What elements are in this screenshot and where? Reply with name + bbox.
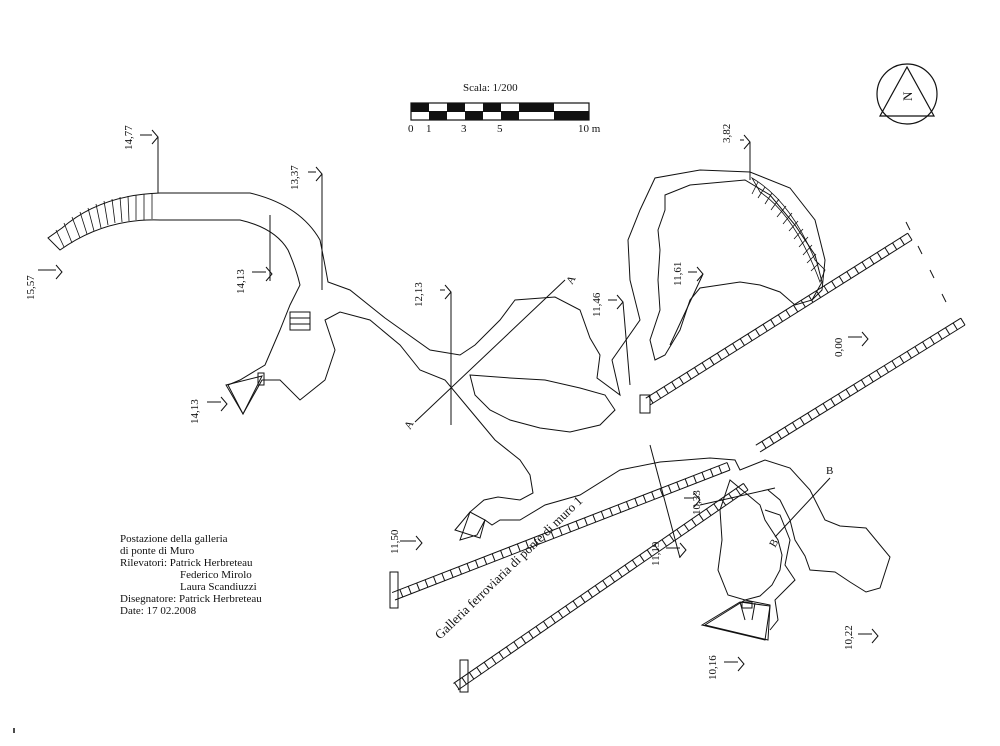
- section-a-start: A: [402, 419, 416, 432]
- elev-10-22: 10,22: [843, 625, 855, 650]
- north-arrow-icon: N: [876, 63, 938, 125]
- elev-0-00: 0,00: [833, 337, 845, 357]
- wall-upper-right-bottom: [755, 317, 966, 453]
- section-b-end: B: [826, 465, 833, 477]
- legend-surveyor-3: Laura Scandiuzzi: [180, 581, 257, 593]
- scale-tick-1: 1: [426, 123, 432, 135]
- legend-title-2: di ponte di Muro: [120, 545, 195, 557]
- elev-10-16: 10,16: [707, 655, 719, 680]
- wall-cap-mid: [639, 394, 651, 414]
- scale-tick-3: 3: [461, 123, 467, 135]
- elev-15-57: 15,57: [25, 275, 37, 300]
- scale-bar: Scala: 1/200 0 1 3 5 10 m: [408, 82, 601, 135]
- elevation-labels: 14,77 15,57 13,37 14,13 12,13 11,46 11,6…: [25, 124, 855, 680]
- elev-14-13-bottom: 14,13: [189, 399, 201, 424]
- small-structures: [225, 311, 771, 641]
- scale-title: Scala: 1/200: [463, 82, 518, 94]
- elev-10-33: 10,33: [691, 490, 703, 515]
- scale-tick-0: 0: [408, 123, 414, 135]
- tunnel-end-dashes: [905, 221, 947, 303]
- legend-date: Date: 17 02.2008: [120, 605, 197, 617]
- staircase-left: [55, 194, 153, 248]
- scale-tick-5: 5: [497, 123, 503, 135]
- staircase-right: [750, 176, 826, 284]
- legend-surveyors: Rilevatori: Patrick Herbreteau: [120, 557, 253, 569]
- cave-outline: [47, 169, 891, 641]
- elev-11-50: 11,50: [389, 529, 401, 554]
- legend-drafter: Disegnatore: Patrick Herbreteau: [120, 593, 262, 605]
- north-letter: N: [900, 91, 915, 101]
- wall-cap-bottom: [459, 659, 469, 693]
- tunnel-label: Galleria ferroviaria di ponte di muro 1: [432, 493, 586, 642]
- scale-tick-10: 10 m: [578, 123, 601, 135]
- elev-11-46: 11,46: [591, 292, 603, 317]
- wall-upper-right-top: [645, 232, 913, 406]
- elev-13-37: 13,37: [289, 165, 301, 190]
- section-lines: [414, 279, 831, 559]
- cave-island: [469, 374, 616, 433]
- wall-cap-left: [389, 571, 399, 609]
- left-curved-passage: [160, 169, 826, 397]
- elev-14-13-top: 14,13: [235, 269, 247, 294]
- elev-11-61: 11,61: [672, 262, 684, 286]
- elevation-markers: [38, 129, 879, 672]
- elev-12-13: 12,13: [413, 282, 425, 307]
- wall-lower-left-top: [391, 462, 731, 601]
- section-b-start: B: [767, 537, 781, 549]
- wall-lower-left-bottom: [453, 483, 749, 691]
- legend-surveyor-2: Federico Mirolo: [180, 569, 252, 581]
- railway-walls: [389, 232, 966, 693]
- elev-14-77: 14,77: [123, 125, 135, 150]
- elev-3-82: 3,82: [721, 124, 733, 143]
- section-a-end: A: [564, 274, 578, 287]
- legend-title-1: Postazione della galleria: [120, 533, 228, 545]
- title-block: Postazione della galleria di ponte di Mu…: [120, 533, 320, 617]
- elev-11-19: 11,19: [650, 541, 662, 566]
